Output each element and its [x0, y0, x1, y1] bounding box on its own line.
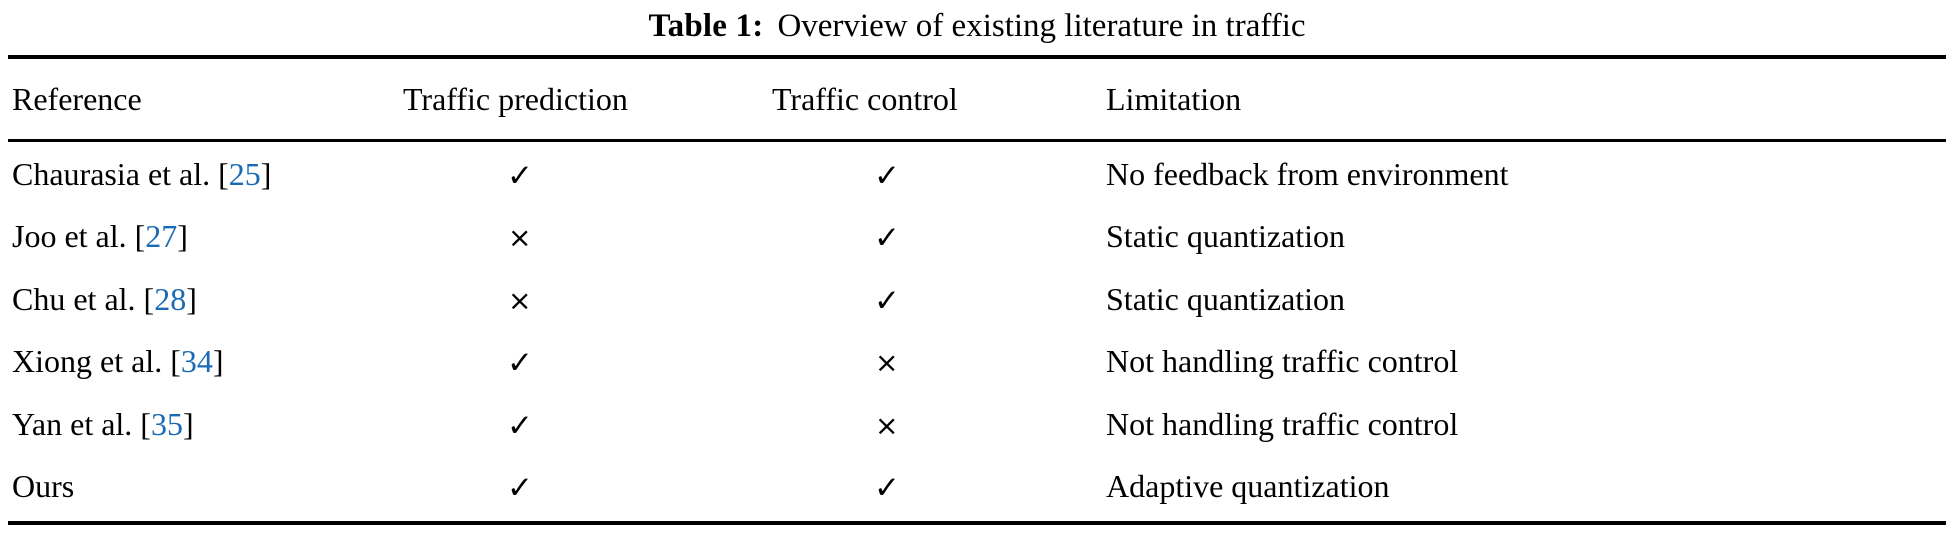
table-caption: Table 1: Overview of existing literature… [0, 0, 1954, 52]
check-icon: ✓ [874, 282, 900, 319]
citation-link[interactable]: 27 [145, 218, 178, 255]
table-row: Chaurasia et al. [25] ✓ ✓ No feedback from … [8, 139, 1946, 206]
citation-bracket-open: [ [170, 343, 181, 380]
table-row: Joo et al. [27] × ✓ Static quantization [8, 206, 1946, 269]
cell-traffic-prediction: ✓ [403, 456, 748, 519]
table-row: Xiong et al. [34] ✓ × Not handling traffic … [8, 331, 1946, 394]
cell-traffic-prediction: ✓ [403, 393, 748, 456]
table-body: Chaurasia et al. [25] ✓ ✓ No feedback from … [8, 139, 1946, 518]
reference-name: Xiong et al. [12, 343, 163, 380]
citation-bracket-close: ] [177, 218, 188, 255]
cell-limitation: Static quantization [1106, 280, 1346, 317]
cell-reference: Chu et al. [28] [8, 268, 403, 331]
reference-name: Yan et al. [12, 405, 133, 442]
check-icon: ✓ [507, 157, 533, 194]
citation-bracket-close: ] [182, 405, 194, 442]
check-icon: ✓ [507, 470, 533, 507]
cell-reference: Ours [8, 456, 403, 519]
cell-limitation: Adaptive quantization [1106, 468, 1390, 505]
cell-traffic-control: × [748, 331, 1068, 394]
cell-traffic-control: ✓ [748, 456, 1068, 519]
cell-traffic-control: ✓ [748, 206, 1068, 269]
citation-link[interactable]: 35 [150, 405, 183, 442]
table-header: Reference Traffic prediction Traffic con… [8, 59, 1946, 139]
cross-icon: × [875, 408, 899, 442]
cell-reference: Xiong et al. [34] [8, 331, 403, 394]
cell-limitation: Not handling traffic control [1106, 343, 1459, 380]
reference-name: Joo et al. [12, 218, 127, 255]
cross-icon: × [875, 346, 899, 380]
cross-icon: × [508, 283, 532, 317]
cell-traffic-control: × [748, 393, 1068, 456]
table-top-rule [8, 55, 1946, 59]
table-row: Chu et al. [28] × ✓ Static quantization [8, 268, 1946, 331]
cell-traffic-prediction: × [403, 268, 748, 331]
cell-limitation: Not handling traffic control [1106, 405, 1459, 442]
cell-traffic-prediction: ✓ [403, 139, 748, 206]
column-header-limitation: Limitation [1106, 80, 1242, 117]
column-header-traffic-prediction: Traffic prediction [403, 80, 628, 117]
cell-traffic-prediction: × [403, 206, 748, 269]
table-row: Ours ✓ ✓ Adaptive quantization [8, 456, 1946, 519]
citation-bracket-open: [ [218, 155, 229, 192]
reference-name: Ours [12, 468, 75, 505]
cross-icon: × [508, 221, 532, 255]
reference-name: Chu et al. [12, 280, 136, 317]
column-header-reference: Reference [12, 80, 142, 117]
citation-link[interactable]: 25 [228, 155, 261, 192]
table-bottom-rule [8, 521, 1946, 525]
check-icon: ✓ [874, 470, 900, 507]
citation-bracket-close: ] [212, 343, 224, 380]
check-icon: ✓ [874, 157, 900, 194]
citation-link[interactable]: 34 [180, 343, 213, 380]
literature-table: Reference Traffic prediction Traffic con… [8, 59, 1946, 518]
cell-limitation: Static quantization [1106, 218, 1346, 255]
table-header-row: Reference Traffic prediction Traffic con… [8, 59, 1946, 139]
table-header-rule [8, 139, 1946, 142]
table-row: Yan et al. [35] ✓ × Not handling traffic co… [8, 393, 1946, 456]
column-header-traffic-control: Traffic control [772, 80, 958, 117]
cell-traffic-control: ✓ [748, 139, 1068, 206]
cell-traffic-control: ✓ [748, 268, 1068, 331]
cell-limitation: No feedback from environment [1106, 155, 1509, 192]
citation-bracket-open: [ [134, 218, 146, 255]
citation-bracket-close: ] [186, 280, 197, 317]
check-icon: ✓ [507, 345, 533, 382]
cell-traffic-prediction: ✓ [403, 331, 748, 394]
citation-bracket-open: [ [140, 405, 151, 442]
cell-reference: Joo et al. [27] [8, 206, 403, 269]
cell-reference: Yan et al. [35] [8, 393, 403, 456]
citation-bracket-close: ] [260, 155, 272, 192]
citation-bracket-open: [ [143, 280, 155, 317]
check-icon: ✓ [507, 407, 533, 444]
citation-link[interactable]: 28 [154, 280, 187, 317]
cell-reference: Chaurasia et al. [25] [8, 139, 403, 206]
check-icon: ✓ [874, 220, 900, 257]
caption-label: Table 1: [648, 7, 764, 44]
caption-text: Overview of existing literature in traff… [777, 7, 1306, 44]
reference-name: Chaurasia et al. [12, 155, 211, 192]
